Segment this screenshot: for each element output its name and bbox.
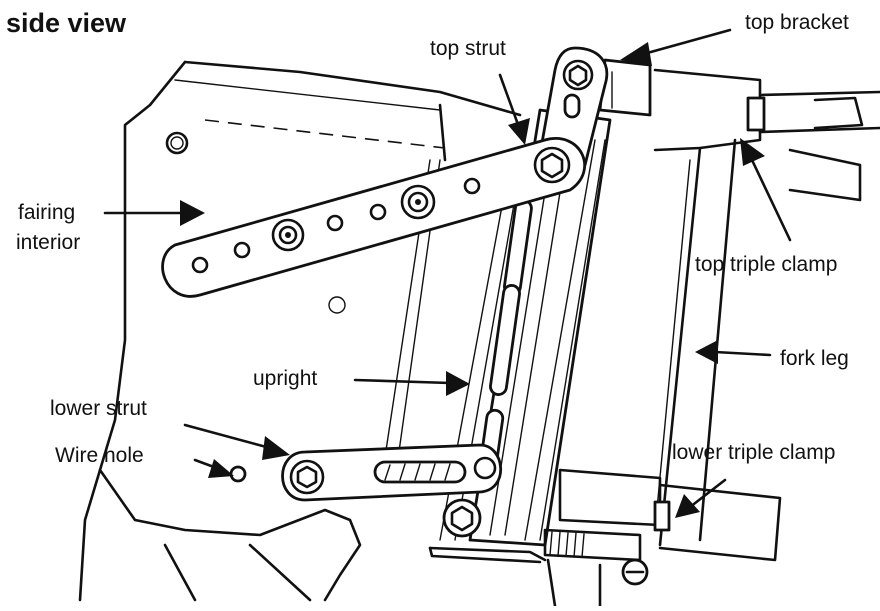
label-top-bracket: top bracket: [745, 11, 849, 34]
top-triple-clamp: [653, 68, 762, 152]
arrow-icon: [688, 478, 727, 509]
fairing-hole-mid: [328, 296, 346, 314]
label-fairing-interior-1: fairing: [18, 201, 76, 224]
callout-arrows: [103, 28, 792, 518]
top-strut-bolt-upper: [562, 59, 594, 91]
arrow-icon: [713, 350, 772, 357]
label-top-triple-clamp: top triple clamp: [695, 253, 838, 276]
lower-strut-link: [281, 443, 503, 502]
arrow-icon: [353, 378, 452, 385]
arrow-icon: [638, 28, 732, 57]
label-fork-leg: fork leg: [780, 347, 849, 370]
diagram-title: side view: [6, 8, 127, 38]
fairing-hole-top: [165, 131, 189, 155]
arrow-icon: [183, 423, 272, 450]
label-lower-strut: lower strut: [50, 397, 147, 420]
label-top-strut: top strut: [430, 37, 506, 60]
fork-leg: [658, 146, 702, 547]
lower-triple-clamp: [558, 468, 662, 527]
upright-bar: [428, 108, 612, 564]
label-wire-hole: Wire hole: [55, 444, 144, 467]
label-upright: upright: [253, 367, 318, 390]
fork-assembly: [558, 68, 880, 562]
long-strut: [161, 137, 586, 298]
long-strut-bolt: [533, 146, 571, 184]
upright-bottom-bolt: [442, 498, 482, 538]
label-fairing-interior-2: interior: [16, 231, 81, 254]
fairing-outline: [78, 60, 187, 602]
wire-hole: [229, 465, 247, 483]
label-lower-triple-clamp: lower triple clamp: [672, 441, 836, 464]
arrow-icon: [498, 73, 522, 132]
arrow-icon: [750, 158, 792, 242]
